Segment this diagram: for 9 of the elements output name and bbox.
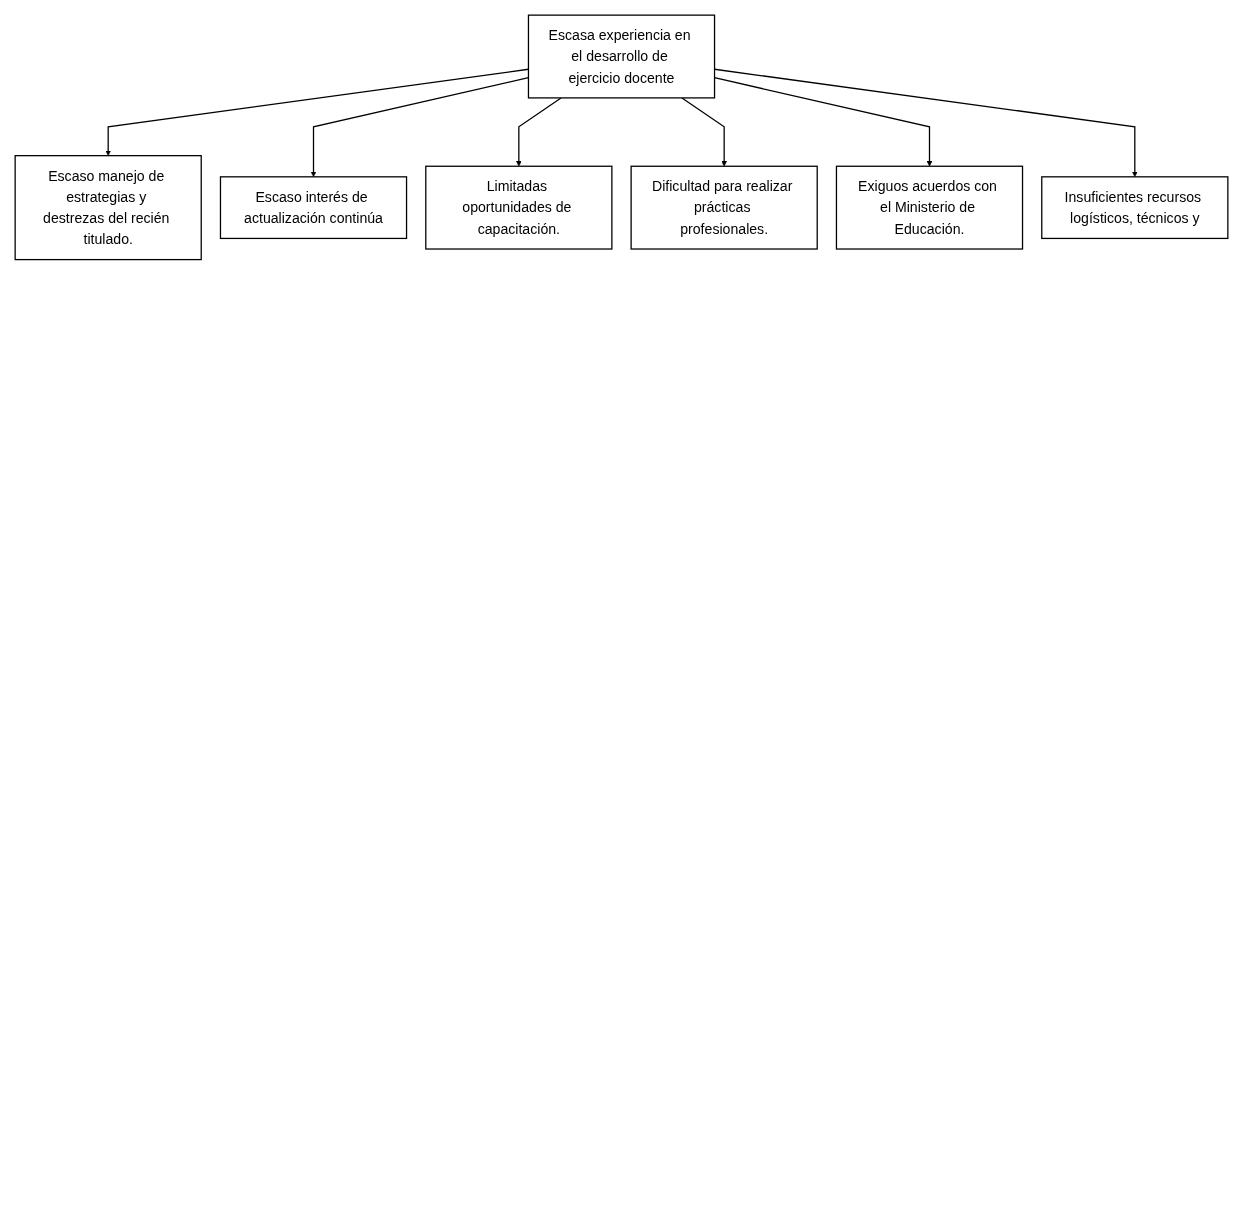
node-box: Exiguos acuerdos con el Ministerio de Educación. bbox=[835, 165, 1024, 250]
node-box: Dificultad para realizar prácticas profesionales. bbox=[630, 165, 818, 250]
node-box: Escasa experiencia en el desarrollo de ejercicio docente bbox=[527, 14, 716, 99]
arrow bbox=[681, 97, 727, 167]
node-box: Escaso interés de actualización continúa bbox=[219, 176, 408, 240]
node-box: Escaso manejo de estrategias y destrezas del recién titulado. bbox=[14, 155, 202, 261]
arrow bbox=[516, 97, 562, 167]
node-box: Insuficientes recursos logísticos, técnicos y bbox=[1041, 176, 1229, 240]
node-box: Limitadas oportunidades de capacitación. bbox=[425, 165, 613, 250]
